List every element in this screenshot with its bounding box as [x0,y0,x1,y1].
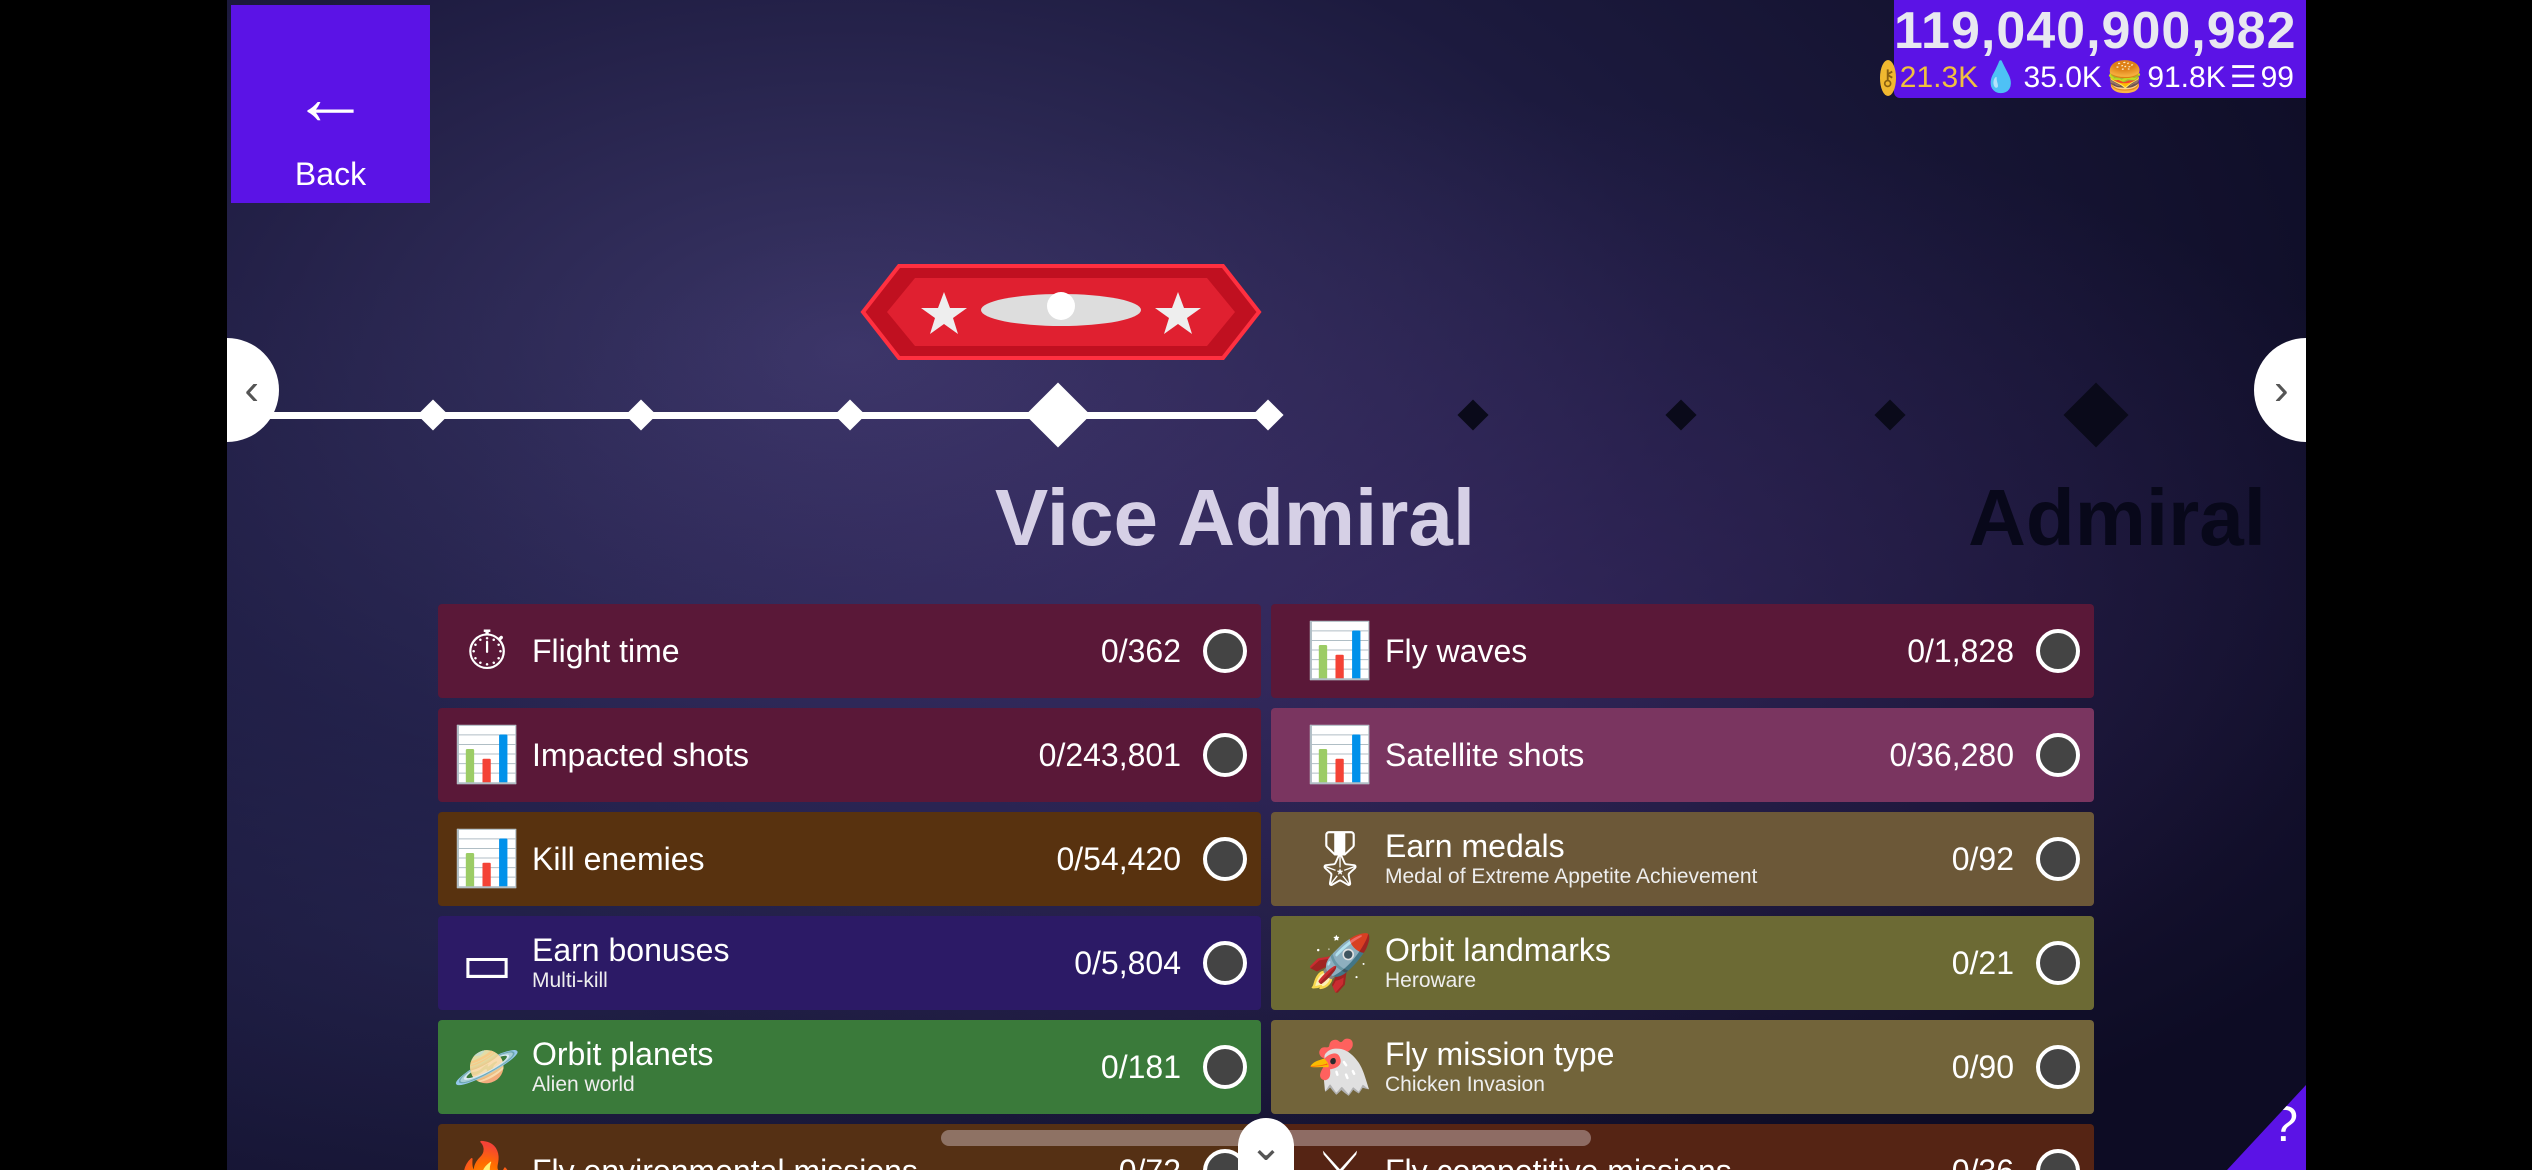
task-status-circle [2036,837,2080,881]
rank-step-marker [1025,382,1091,448]
task-progress: 0/181 [1100,1048,1181,1085]
drop-icon: 💧 [1982,61,2020,94]
task-card[interactable]: 📊 Fly waves 0/1,828 [1271,604,2094,698]
help-button[interactable]: ? [2227,1085,2306,1170]
task-status-circle [2036,941,2080,985]
chicken-icon: 🐔 [1306,1036,1374,1097]
task-card[interactable]: 🐔 Fly mission type Chicken Invasion 0/90 [1271,1020,2094,1114]
rocket-icon: 🚀 [1306,932,1374,993]
mission-icon: ⚔ [1305,1136,1375,1170]
task-progress: 0/5,804 [1074,944,1181,981]
task-progress: 0/36,280 [1889,736,2014,773]
task-sublabel: Medal of Extreme Appetite Achievement [1385,865,1758,888]
scroll-down-button[interactable]: ⌄ [1238,1118,1294,1170]
stopwatch-icon: ⏱ [465,620,509,681]
task-status-circle [2036,733,2080,777]
task-label: Satellite shots [1385,737,1585,773]
stack-count: 99 [2260,61,2294,94]
rank-step-marker [1665,399,1697,431]
task-label: Fly environmental missions [532,1153,1119,1170]
task-progress: 0/92 [1951,840,2014,877]
chevron-right-icon: › [2274,365,2289,414]
task-sublabel: Alien world [532,1073,635,1096]
task-card[interactable]: ⏱ Flight time 0/362 [438,604,1261,698]
task-sublabel: Heroware [1385,969,1477,992]
task-label: Orbit planets [532,1036,714,1072]
task-status-circle [1203,941,1247,985]
next-rank-button[interactable]: › [2254,338,2306,442]
rank-progress-track [227,412,1268,419]
task-card[interactable]: 📊 Satellite shots 0/36,280 [1271,708,2094,802]
chevron-down-icon: ⌄ [1249,1125,1283,1169]
task-status-circle [2036,1045,2080,1089]
task-card[interactable]: 📊 Kill enemies 0/54,420 [438,812,1261,906]
task-card[interactable]: ▭ Earn bonuses Multi-kill 0/5,804 [438,916,1261,1010]
task-progress: 0/90 [1951,1048,2014,1085]
food-count: 91.8K [2147,61,2226,94]
medal-icon: 🎖 [1305,828,1375,889]
task-progress: 0/362 [1100,632,1181,669]
task-label: Impacted shots [532,737,749,773]
bar-chart-icon: 📊 [453,724,521,785]
task-status-circle [1203,629,1247,673]
rank-step-marker [1874,399,1906,431]
bar-chart-icon: 📊 [453,828,521,889]
task-sublabel: Chicken Invasion [1385,1073,1545,1096]
task-progress: 0/54,420 [1056,840,1181,877]
drop-count: 35.0K [2023,61,2102,94]
planet-icon: 🪐 [453,1036,521,1097]
burger-icon: 🍔 [2105,61,2144,94]
task-label: Kill enemies [532,841,705,877]
task-status-circle [1203,1045,1247,1089]
task-card[interactable]: 📊 Impacted shots 0/243,801 [438,708,1261,802]
bonus-bar-icon: ▭ [461,933,513,994]
bar-chart-icon: 📊 [1306,620,1374,681]
task-progress: 0/72 [1119,1153,1181,1170]
task-card[interactable]: 🎖 Earn medals Medal of Extreme Appetite … [1271,812,2094,906]
rank-step-marker [1252,399,1284,431]
task-label: Fly mission type [1385,1036,1615,1072]
next-rank-title: Admiral [1968,473,2266,562]
back-label: Back [294,156,367,192]
bar-chart-icon: 📊 [1306,724,1374,785]
stairs-icon: ☰ [2229,61,2257,94]
task-sublabel: Multi-kill [532,969,608,992]
rank-step-marker [625,399,657,431]
task-progress: 0/243,801 [1038,736,1181,773]
task-progress: 0/21 [1951,944,2014,981]
game-screen: ← Back 119,040,900,982 ⚷ 21.3K 💧 35.0K 🍔… [227,0,2306,1170]
rank-step-marker [2063,382,2129,448]
help-book-icon: ? [2270,1096,2298,1152]
arrow-left-icon: ← [291,53,370,141]
rank-title: Vice Admiral [994,473,1476,562]
task-card[interactable]: 🪐 Orbit planets Alien world 0/181 [438,1020,1261,1114]
previous-rank-button[interactable]: ‹ [227,338,279,442]
key-count: 21.3K [1899,61,1979,94]
rank-step-marker [417,399,449,431]
fire-icon: 🔥 [452,1136,522,1170]
task-label: Earn medals [1385,828,1565,864]
currency-panel: 119,040,900,982 ⚷ 21.3K 💧 35.0K 🍔 91.8K … [1879,0,2306,98]
task-progress: 0/36 [1952,1153,2014,1170]
rank-step-marker [834,399,866,431]
task-status-circle [2036,629,2080,673]
task-label: Earn bonuses [532,932,730,968]
coin-count: 119,040,900,982 [1894,2,2297,60]
task-label: Flight time [532,633,680,669]
chevron-left-icon: ‹ [244,365,259,414]
task-label: Fly competitive missions [1385,1153,1952,1170]
task-status-circle [1203,837,1247,881]
task-card[interactable]: 🚀 Orbit landmarks Heroware 0/21 [1271,916,2094,1010]
back-button[interactable]: ← Back [231,5,430,203]
task-status-circle [2036,1149,2080,1170]
task-label: Orbit landmarks [1385,932,1611,968]
task-label: Fly waves [1385,633,1528,669]
task-status-circle [1203,733,1247,777]
rank-insignia-icon [860,264,1262,360]
task-progress: 0/1,828 [1907,632,2014,669]
rank-step-marker [1457,399,1489,431]
key-icon: ⚷ [1879,60,1896,96]
